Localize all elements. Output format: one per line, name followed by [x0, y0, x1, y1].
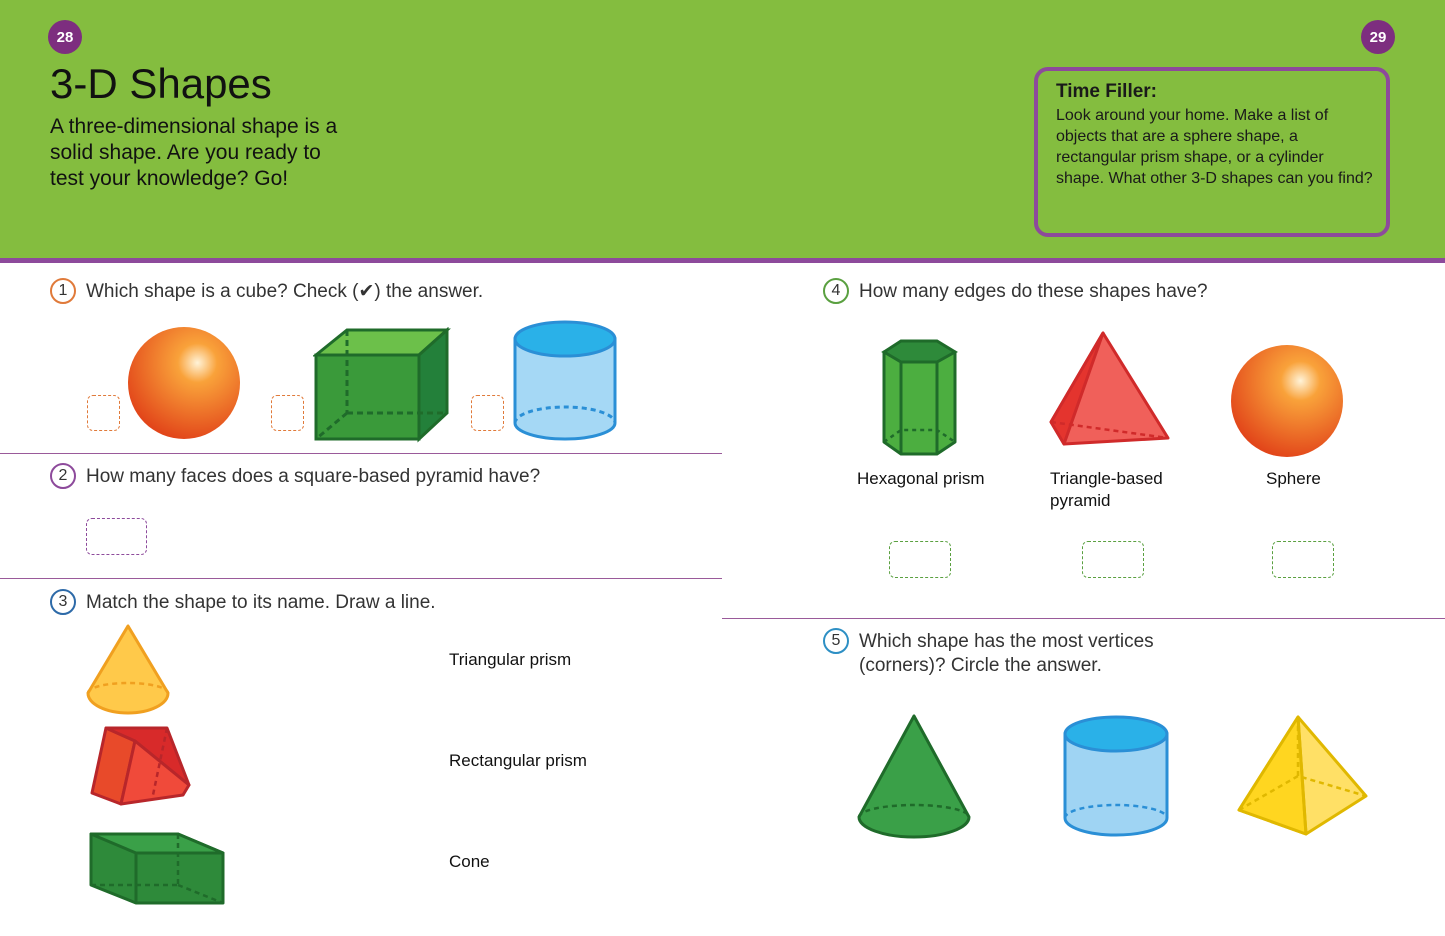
divider-q2-q3: [0, 578, 722, 579]
q4-answer-box-sphere[interactable]: [1272, 541, 1334, 578]
time-filler-heading: Time Filler:: [1056, 81, 1158, 102]
triangular-prism-icon: [90, 726, 191, 806]
q1-checkbox-cube[interactable]: [271, 395, 304, 431]
square-pyramid-icon[interactable]: [1236, 714, 1370, 838]
cylinder-icon: [513, 320, 617, 441]
match-name-triangular-prism: Triangular prism: [449, 650, 572, 669]
question-5-number: 5: [823, 628, 849, 654]
time-filler-text: Look around your home. Make a list of ob…: [1056, 107, 1373, 187]
question-3-text: Match the shape to its name. Draw a line…: [86, 592, 436, 613]
q4-answer-box-hexagonal-prism[interactable]: [889, 541, 951, 578]
intro-text: A three-dimensional shape is a solid sha…: [50, 115, 338, 190]
sphere-icon: [128, 327, 240, 439]
cube-icon: [313, 327, 451, 443]
question-4-number: 4: [823, 278, 849, 304]
divider-q4-q5: [722, 618, 1445, 619]
header-divider: [0, 258, 1445, 263]
question-3-number: 3: [50, 589, 76, 615]
hexagonal-prism-icon: [881, 339, 958, 456]
question-5-text: Which shape has the most vertices (corne…: [859, 631, 1154, 676]
page-number-left: 28: [48, 20, 82, 54]
q1-checkbox-sphere[interactable]: [87, 395, 120, 431]
q2-answer-box[interactable]: [86, 518, 147, 555]
question-4-text: How many edges do these shapes have?: [859, 281, 1208, 302]
q4-answer-box-pyramid[interactable]: [1082, 541, 1144, 578]
match-name-cone: Cone: [449, 852, 490, 871]
page-title: 3-D Shapes: [50, 60, 272, 107]
shape-label-triangle-pyramid: Triangle-based pyramid: [1050, 469, 1163, 510]
triangle-pyramid-icon: [1049, 331, 1170, 446]
page-number-right: 29: [1361, 20, 1395, 54]
rectangular-prism-icon: [89, 832, 225, 905]
match-name-rectangular-prism: Rectangular prism: [449, 751, 587, 770]
header-banner: [0, 0, 1445, 258]
cone-icon: [86, 624, 170, 715]
divider-q1-q2: [0, 453, 722, 454]
question-1-number: 1: [50, 278, 76, 304]
shape-label-hexagonal-prism: Hexagonal prism: [857, 469, 985, 488]
shape-label-sphere: Sphere: [1266, 469, 1321, 488]
q1-checkbox-cylinder[interactable]: [471, 395, 504, 431]
question-2-number: 2: [50, 463, 76, 489]
time-filler-box: Time Filler: Look around your home. Make…: [1034, 67, 1390, 237]
cone-icon[interactable]: [856, 713, 972, 839]
cylinder-icon[interactable]: [1062, 714, 1170, 840]
sphere-icon: [1231, 345, 1343, 457]
question-1-text: Which shape is a cube? Check (✔) the ans…: [86, 281, 484, 302]
question-2-text: How many faces does a square-based pyram…: [86, 466, 541, 487]
